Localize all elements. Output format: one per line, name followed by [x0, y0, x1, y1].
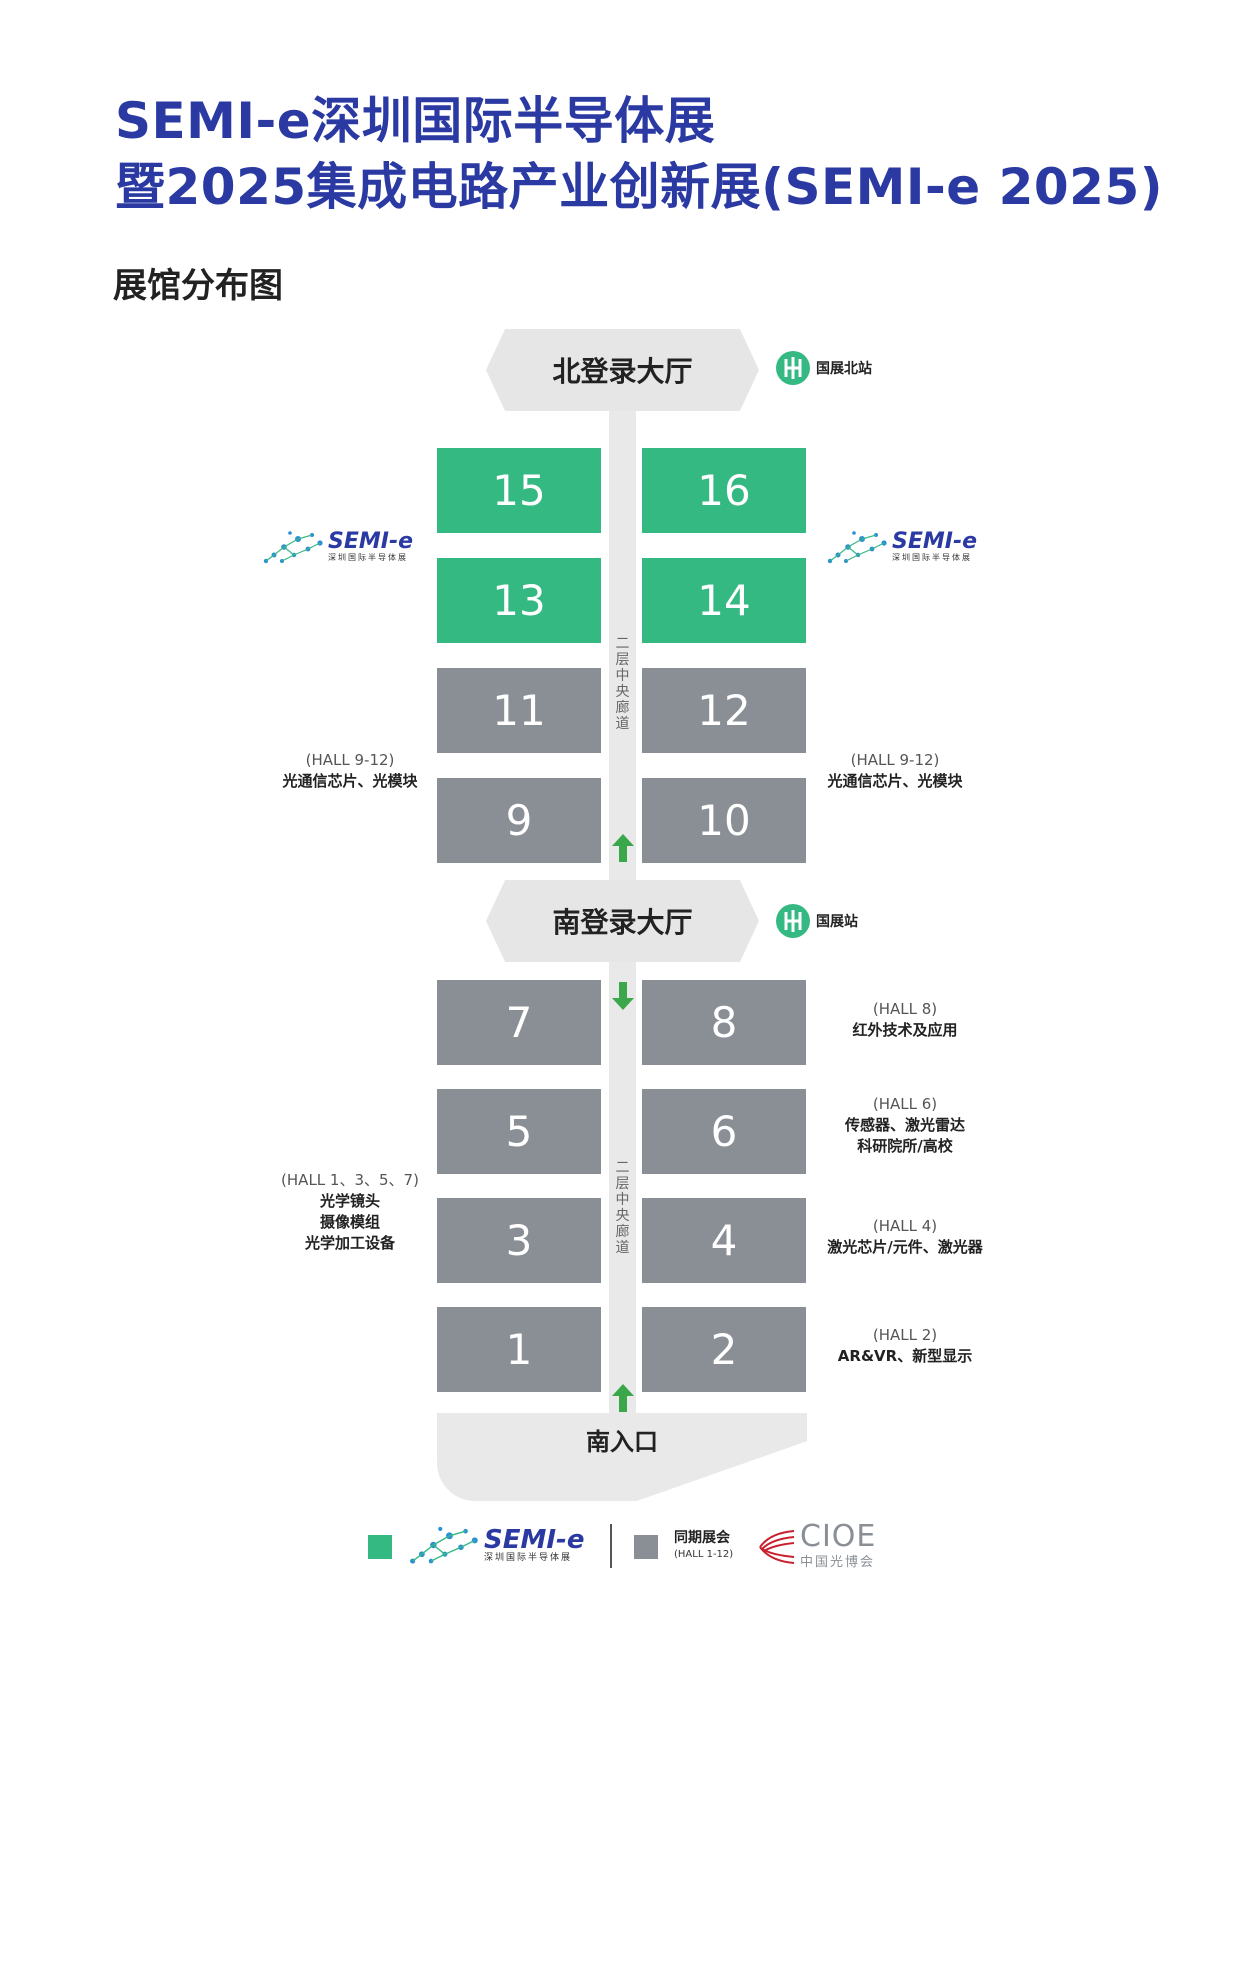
note-code: (HALL 6)	[872, 1095, 938, 1113]
hall-15[interactable]: 15	[437, 448, 601, 533]
semi-e-subtext: 深圳国际半导体展	[484, 1553, 573, 1563]
note-desc: AR&VR、新型显示	[837, 1347, 973, 1365]
station-south-label: 国展站	[816, 914, 858, 930]
hall-8[interactable]: 8	[642, 980, 806, 1065]
semi-e-wordmark: SEMI-e	[484, 1525, 585, 1555]
hall-7[interactable]: 7	[437, 980, 601, 1065]
hall-14[interactable]: 14	[642, 558, 806, 643]
note-code: (HALL 2)	[872, 1326, 938, 1344]
legend-concurrent-swatch	[634, 1535, 658, 1559]
hall-16[interactable]: 16	[642, 448, 806, 533]
hall-11[interactable]: 11	[437, 668, 601, 753]
page-title-line2: 暨2025集成电路产业创新展(SEMI-e 2025)	[115, 158, 1164, 216]
station-north-label: 国展北站	[816, 361, 872, 377]
note-hall-9-12-right: (HALL 9-12) 光通信芯片、光模块	[815, 750, 975, 792]
note-desc: 红外技术及应用	[852, 1021, 958, 1039]
arrow-down-icon	[612, 982, 634, 1010]
semi-e-network-icon	[410, 1526, 478, 1564]
note-hall-8: (HALL 8) 红外技术及应用	[825, 999, 985, 1041]
south-corridor	[609, 950, 636, 1420]
legend-semi-e-logo: SEMI-e 深圳国际半导体展	[408, 1522, 584, 1568]
note-hall-9-12-left: (HALL 9-12) 光通信芯片、光模块	[270, 750, 430, 792]
semi-e-subtext: 深圳国际半导体展	[892, 553, 972, 562]
north-lobby-label: 北登录大厅	[552, 355, 693, 388]
legend-concurrent-label: 同期展会	[674, 1530, 730, 1546]
note-code: (HALL 9-12)	[305, 751, 395, 769]
hall-13[interactable]: 13	[437, 558, 601, 643]
page-title-line1: SEMI-e深圳国际半导体展	[115, 92, 716, 150]
note-desc: 光通信芯片、光模块	[282, 772, 418, 790]
note-hall-6: (HALL 6) 传感器、激光雷达 科研院所/高校	[825, 1094, 985, 1157]
semi-e-network-icon	[263, 531, 323, 564]
south-corridor-label: 二层中央廊道	[615, 1160, 630, 1256]
south-entrance-label: 南入口	[586, 1428, 658, 1456]
south-lobby: 南登录大厅	[486, 880, 759, 962]
note-hall-4: (HALL 4) 激光芯片/元件、激光器	[815, 1216, 995, 1258]
note-code: (HALL 9-12)	[850, 751, 940, 769]
arrow-up-icon	[612, 1384, 634, 1412]
semi-e-subtext: 深圳国际半导体展	[328, 553, 408, 562]
cioe-mark-icon	[759, 1529, 795, 1564]
north-lobby: 北登录大厅	[486, 329, 759, 411]
note-desc: 激光芯片/元件、激光器	[827, 1238, 983, 1256]
station-north: 国展北站	[776, 351, 872, 385]
note-desc: 摄像模组	[319, 1213, 380, 1231]
south-lobby-label: 南登录大厅	[552, 906, 693, 939]
semi-e-logo-left: SEMI-e 深圳国际半导体展	[262, 527, 413, 567]
legend-divider	[610, 1524, 612, 1568]
semi-e-network-icon	[827, 531, 887, 564]
hall-1[interactable]: 1	[437, 1307, 601, 1392]
cioe-logo: CIOE 中国光博会	[756, 1519, 877, 1570]
hall-6[interactable]: 6	[642, 1089, 806, 1174]
legend-concurrent-halls: (HALL 1-12)	[674, 1549, 734, 1560]
arrow-up-icon	[612, 834, 634, 862]
note-hall-2: (HALL 2) AR&VR、新型显示	[815, 1325, 995, 1367]
semi-e-wordmark: SEMI-e	[328, 529, 414, 554]
cioe-cn-name: 中国光博会	[800, 1555, 876, 1570]
section-subtitle: 展馆分布图	[113, 266, 283, 306]
semi-e-wordmark: SEMI-e	[892, 529, 978, 554]
hall-3[interactable]: 3	[437, 1198, 601, 1283]
hall-9[interactable]: 9	[437, 778, 601, 863]
hall-12[interactable]: 12	[642, 668, 806, 753]
hall-4[interactable]: 4	[642, 1198, 806, 1283]
note-desc: 科研院所/高校	[857, 1137, 953, 1155]
note-desc: 光通信芯片、光模块	[827, 772, 963, 790]
note-code: (HALL 8)	[872, 1000, 938, 1018]
north-corridor-label: 二层中央廊道	[615, 636, 630, 732]
legend-semi-e-swatch	[368, 1535, 392, 1559]
metro-icon	[776, 351, 810, 385]
cioe-name: CIOE	[800, 1519, 877, 1554]
semi-e-logo-right: SEMI-e 深圳国际半导体展	[826, 527, 977, 567]
hall-2[interactable]: 2	[642, 1307, 806, 1392]
hall-10[interactable]: 10	[642, 778, 806, 863]
hall-5[interactable]: 5	[437, 1089, 601, 1174]
metro-icon	[776, 904, 810, 938]
note-desc: 光学镜头	[319, 1192, 380, 1210]
note-code: (HALL 1、3、5、7)	[281, 1171, 419, 1189]
note-desc: 传感器、激光雷达	[844, 1116, 965, 1134]
note-code: (HALL 4)	[872, 1217, 938, 1235]
note-hall-1-3-5-7: (HALL 1、3、5、7) 光学镜头 摄像模组 光学加工设备	[270, 1170, 430, 1254]
station-south: 国展站	[776, 904, 858, 938]
north-corridor	[609, 405, 636, 895]
note-desc: 光学加工设备	[304, 1234, 395, 1252]
